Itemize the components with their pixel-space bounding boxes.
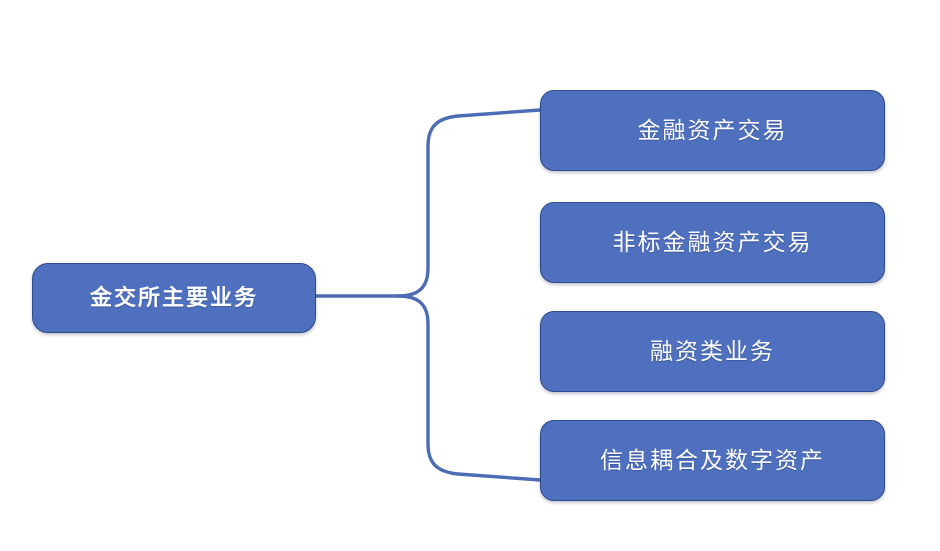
node-child-1-label: 非标金融资产交易	[612, 229, 813, 255]
connector-to-child-3	[396, 294, 542, 482]
connector-to-child-0	[396, 108, 542, 298]
node-child-nonstandard-financial-asset-trading[interactable]: 非标金融资产交易	[540, 202, 885, 283]
node-root[interactable]: 金交所主要业务	[32, 263, 316, 333]
node-root-label: 金交所主要业务	[89, 284, 258, 310]
node-child-3-label: 信息耦合及数字资产	[600, 447, 825, 473]
node-child-2-label: 融资类业务	[650, 338, 775, 364]
node-child-financial-asset-trading[interactable]: 金融资产交易	[540, 90, 885, 171]
node-child-information-coupling-digital-asset[interactable]: 信息耦合及数字资产	[540, 420, 885, 501]
node-child-0-label: 金融资产交易	[637, 117, 788, 143]
node-child-financing-business[interactable]: 融资类业务	[540, 311, 885, 392]
